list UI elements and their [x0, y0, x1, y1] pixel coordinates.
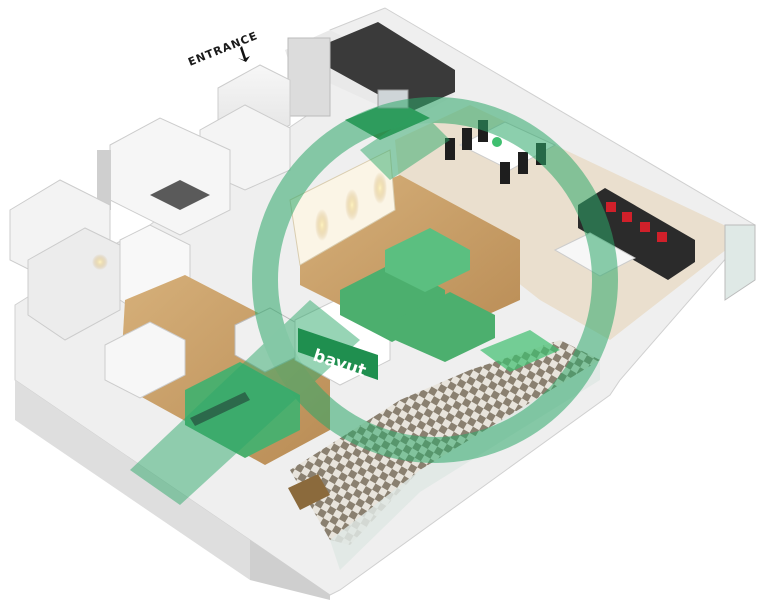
- twin-bed-3: [385, 228, 470, 292]
- left-utility: [9, 179, 121, 341]
- second-bedroom: [289, 149, 520, 362]
- shower-fixture: [97, 150, 111, 210]
- arrow-down-icon: [238, 46, 250, 62]
- entrance-marker: ENTRANCE: [186, 29, 259, 69]
- balcony-chairs: [480, 330, 560, 372]
- balcony-chair: [288, 474, 330, 510]
- living-dining-floor: [395, 105, 745, 340]
- shower-tray: [150, 180, 210, 210]
- ensuite: [104, 321, 186, 399]
- location-pin-icon: [252, 97, 618, 463]
- refrigerator: [287, 37, 331, 117]
- twin-bed-2: [395, 292, 495, 362]
- wall-lamp: [92, 254, 108, 270]
- window: [724, 224, 756, 301]
- master-bed: [185, 362, 300, 458]
- entrance-label: ENTRANCE: [186, 29, 259, 69]
- wardrobe: [289, 149, 396, 266]
- bed-stripe: [190, 392, 250, 426]
